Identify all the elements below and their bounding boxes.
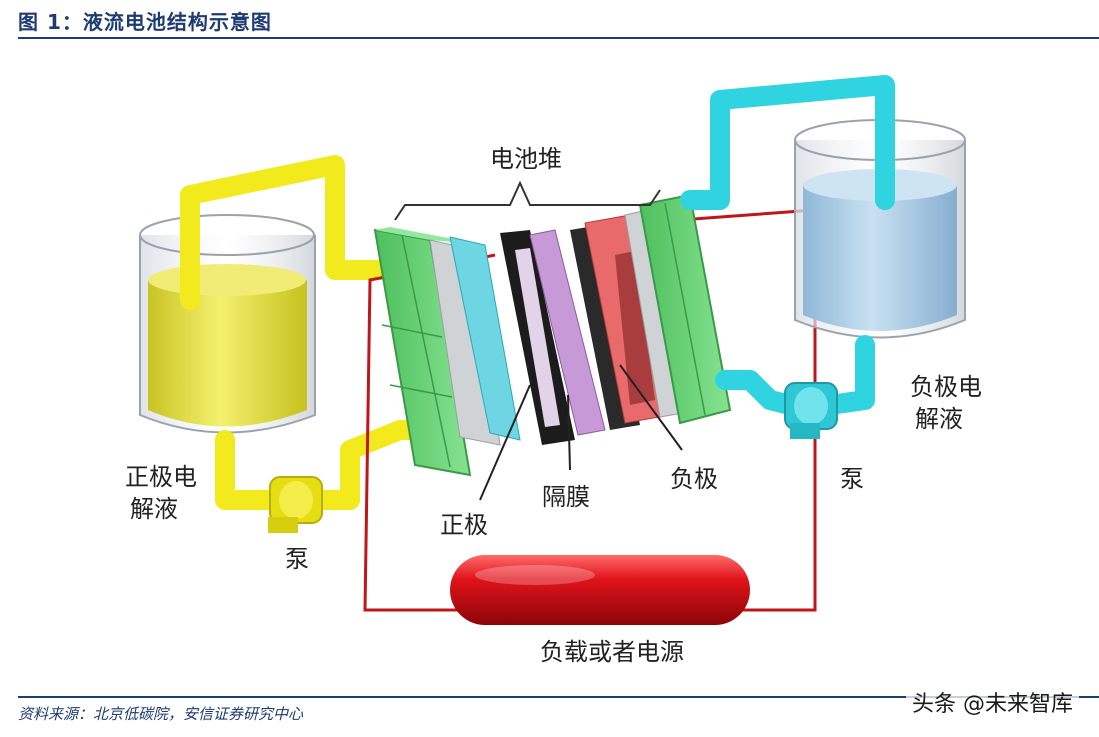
label-load: 负载或者电源 — [540, 638, 684, 666]
pump-positive — [268, 476, 323, 533]
pump-negative — [784, 382, 838, 439]
cell-stack — [373, 193, 732, 477]
pointer-lines — [479, 364, 683, 501]
positive-electrolyte-tank — [139, 214, 316, 434]
source-note: 资料来源：北京低碳院，安信证券研究中心 — [18, 705, 304, 723]
label-negative-electrolyte-line2: 解液 — [915, 405, 963, 433]
flow-battery-diagram: 电池堆 正极电 解液 泵 正极 隔膜 负极 泵 负极电 解液 负载或者电源 — [125, 75, 982, 666]
label-positive-electrolyte-line1: 正极电 — [125, 463, 197, 491]
label-negative-electrolyte-line1: 负极电 — [910, 373, 982, 401]
figure-title: 图 1：液流电池结构示意图 — [18, 10, 272, 34]
label-positive-electrolyte-line2: 解液 — [130, 495, 178, 523]
label-positive-electrode: 正极 — [440, 511, 488, 539]
title-divider — [18, 37, 1099, 39]
watermark: 头条 @未来智库 — [906, 686, 1079, 718]
negative-pipe — [680, 75, 895, 415]
source-divider — [18, 696, 1099, 698]
stack-bracket — [394, 180, 661, 221]
label-pump-negative: 泵 — [840, 465, 864, 493]
label-negative-electrode: 负极 — [670, 465, 718, 493]
label-membrane: 隔膜 — [542, 483, 590, 511]
load-or-power-source — [450, 555, 750, 625]
label-pump-positive: 泵 — [285, 545, 309, 573]
label-stack: 电池堆 — [490, 145, 562, 173]
negative-electrolyte-tank — [794, 119, 966, 339]
